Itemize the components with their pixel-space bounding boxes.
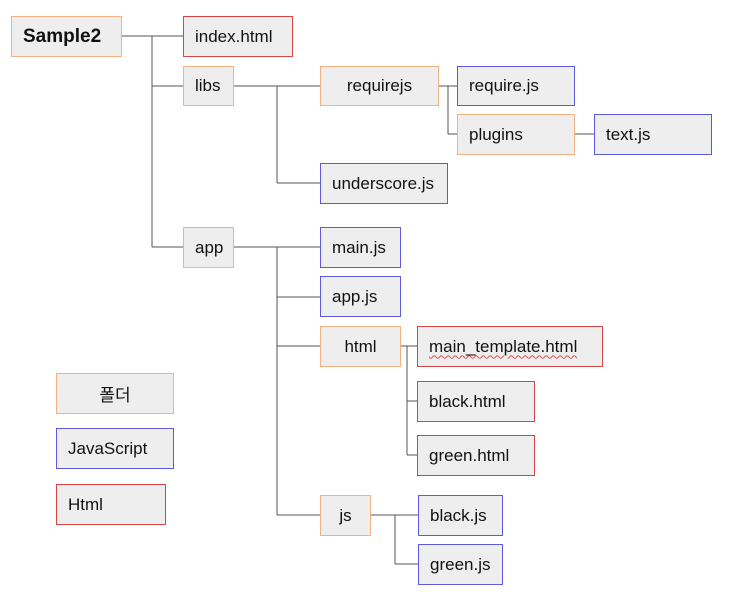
node-green-js: green.js (418, 544, 503, 585)
node-label: underscore.js (332, 173, 435, 193)
legend-javascript: JavaScript (56, 428, 174, 469)
node-main-template-html: main_template.html (417, 326, 603, 367)
node-label: libs (195, 76, 221, 95)
legend-folder: 폴더 (56, 373, 174, 414)
node-label: js (339, 505, 352, 525)
node-label: text.js (606, 124, 651, 144)
legend-html: Html (56, 484, 166, 525)
node-libs-folder: libs (183, 66, 234, 106)
legend-label: 폴더 (99, 386, 131, 405)
node-app-js: app.js (320, 276, 401, 317)
node-label: Sample2 (23, 25, 102, 47)
node-black-html: black.html (417, 381, 535, 422)
node-label: plugins (469, 124, 523, 144)
node-label: app (195, 237, 224, 257)
node-text-js: text.js (594, 114, 712, 155)
node-sample2-root: Sample2 (11, 16, 122, 57)
node-label: green.js (430, 554, 491, 574)
node-label: green.html (429, 445, 510, 465)
node-label: requirejs (346, 76, 413, 95)
node-label: html (344, 336, 377, 356)
node-underscore-js: underscore.js (320, 163, 448, 204)
node-js-folder: js (320, 495, 371, 536)
node-label: main.js (332, 237, 386, 257)
node-green-html: green.html (417, 435, 535, 476)
node-label: app.js (332, 286, 378, 306)
node-main-js: main.js (320, 227, 401, 268)
node-html-folder: html (320, 326, 401, 367)
node-label: black.html (429, 391, 506, 411)
node-label: require.js (469, 76, 539, 95)
node-label: main_template.html (429, 336, 578, 356)
legend-label: JavaScript (68, 438, 148, 458)
node-black-js: black.js (418, 495, 503, 536)
node-requirejs-folder: requirejs (320, 66, 439, 106)
node-require-js: require.js (457, 66, 575, 106)
node-label: index.html (195, 26, 273, 46)
node-label: black.js (430, 505, 487, 525)
node-app-folder: app (183, 227, 234, 268)
node-index-html: index.html (183, 16, 293, 57)
legend-label: Html (68, 494, 103, 514)
node-plugins-folder: plugins (457, 114, 575, 155)
